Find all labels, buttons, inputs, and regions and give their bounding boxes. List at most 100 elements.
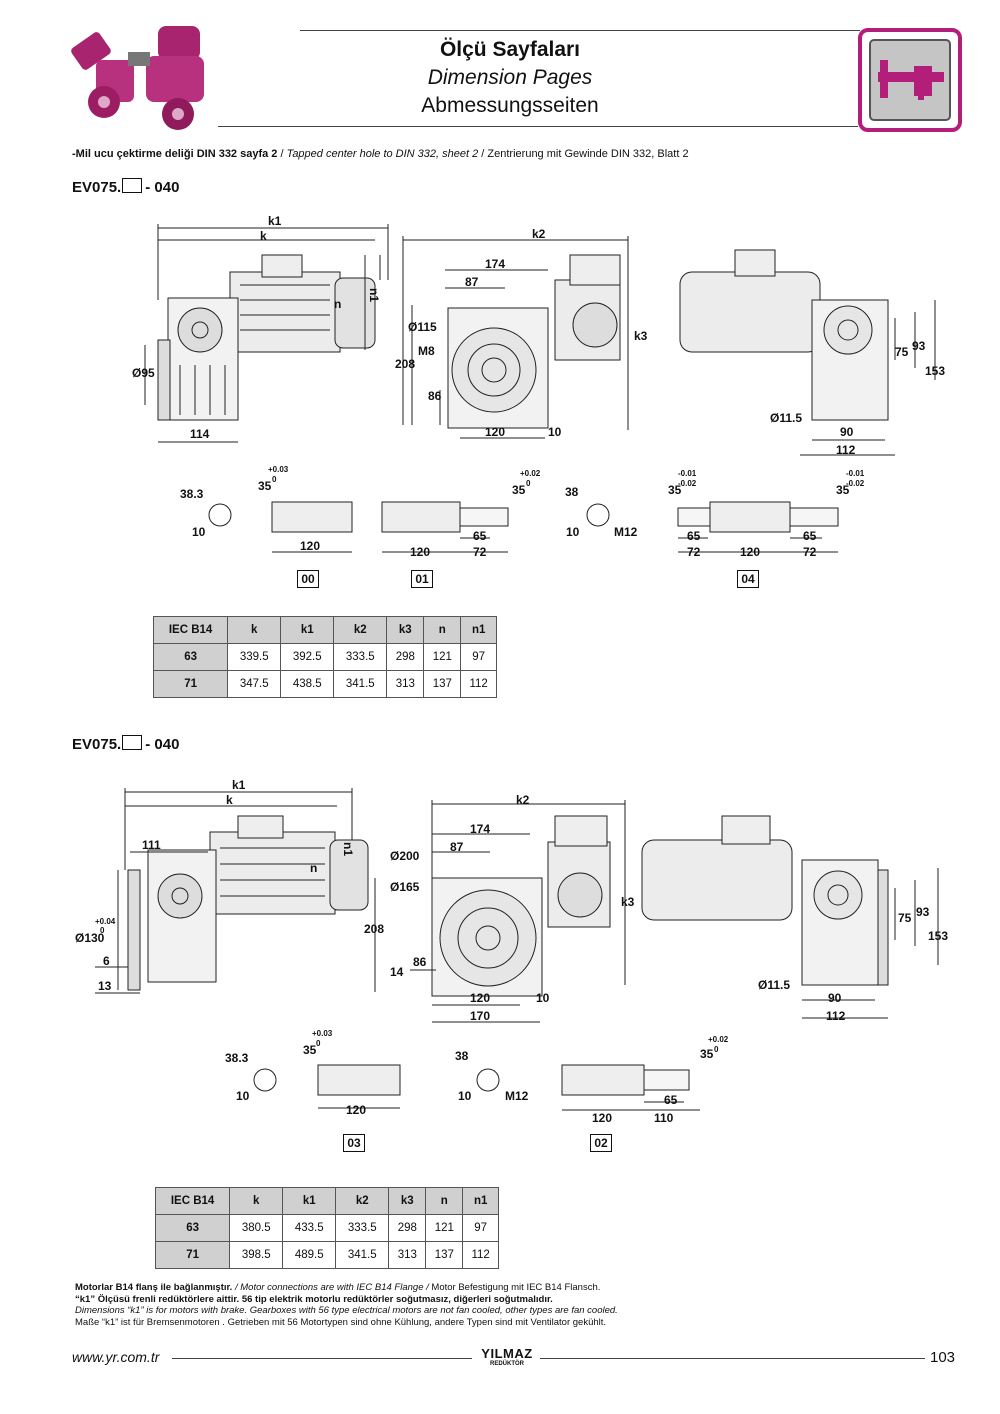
dim-10: 10 [536, 991, 550, 1005]
dim-120: 120 [410, 545, 430, 559]
dim-170: 170 [470, 1009, 490, 1023]
shaft-code-04: 04 [737, 570, 759, 588]
model-prefix: EV075. [72, 736, 122, 753]
dim-112: 112 [836, 443, 856, 457]
model-code-box [122, 178, 143, 193]
section1-title: EV075. - 040 [72, 178, 179, 196]
dim-d95: Ø95 [132, 366, 155, 380]
tol-up: +0.02 [520, 469, 541, 478]
dim-65: 65 [664, 1093, 678, 1107]
dim-110: 110 [654, 1111, 674, 1125]
col-iec: IEC B14 [154, 1187, 231, 1215]
dim-86: 86 [413, 955, 427, 969]
header-top-rule [300, 30, 860, 31]
dim-65: 65 [473, 529, 487, 543]
table-row: 71 398.5 489.5 341.5 313 137 112 [154, 1241, 499, 1269]
note-text: Motor Befestigung mit IEC B14 Flansch. [428, 1282, 601, 1293]
dim-90: 90 [828, 991, 842, 1005]
section2-drawing: k1 k n1 n 111 Ø130 +0.04 0 6 13 k2 174 8… [75, 778, 948, 1125]
dim-120: 120 [346, 1103, 366, 1117]
caliper-icon [858, 28, 962, 132]
dimension-table-1: IEC B14 k k1 k2 k3 n n1 63 339.5 392.5 3… [152, 616, 497, 698]
cell: 97 [460, 643, 497, 671]
model-prefix: EV075. [72, 179, 122, 196]
col-n: n [423, 616, 462, 644]
tol-dn: 0 [316, 1039, 321, 1048]
cell: 489.5 [282, 1241, 337, 1269]
dim-72: 72 [803, 545, 817, 559]
table-row: 63 380.5 433.5 333.5 298 121 97 [154, 1214, 499, 1242]
dim-k3: k3 [634, 329, 648, 343]
footer-rule-right [540, 1358, 925, 1359]
cell: 137 [423, 670, 462, 698]
page-number: 103 [930, 1349, 956, 1366]
dim-87: 87 [465, 275, 479, 289]
section1-drawing: k1 k n1 n Ø95 114 k2 174 87 Ø115 M8 208 … [132, 214, 945, 559]
dim-174: 174 [470, 822, 490, 836]
dim-111: 111 [142, 838, 161, 852]
product-photo [68, 22, 218, 134]
model-suffix: - 040 [145, 179, 180, 196]
tol-dn: -0.02 [678, 479, 697, 488]
cell: 298 [388, 1214, 427, 1242]
note-line-1: Motorlar B14 flanş ile bağlanmıştır. / M… [75, 1282, 618, 1294]
dim-153: 153 [928, 929, 948, 943]
tol-dn: 0 [714, 1045, 719, 1054]
table-header-row: IEC B14 k k1 k2 k3 n n1 [152, 616, 497, 644]
dim-14: 14 [390, 965, 404, 979]
dim-10: 10 [566, 525, 580, 539]
note-sep: / [280, 148, 284, 160]
dim-d130: Ø130 [75, 931, 105, 945]
brand-logo: YILMAZ REDÜKTÖR [476, 1346, 538, 1367]
dim-10: 10 [548, 425, 562, 439]
dim-120: 120 [300, 539, 320, 553]
cell: 137 [425, 1241, 464, 1269]
website-link[interactable]: www.yr.com.tr [72, 1349, 160, 1365]
tol-dn: 0 [526, 479, 531, 488]
dim-n1: n1 [341, 842, 355, 856]
dim-10: 10 [236, 1089, 250, 1103]
tol-up: +0.03 [312, 1029, 333, 1038]
note-text: / Motor connections are with IEC B14 Fla… [232, 1282, 429, 1293]
dim-90: 90 [840, 425, 854, 439]
footer-notes: Motorlar B14 flanş ile bağlanmıştır. / M… [75, 1282, 618, 1328]
dim-k2: k2 [532, 227, 546, 241]
dim-75: 75 [898, 911, 912, 925]
dim-n1: n1 [367, 288, 381, 302]
model-code-box [122, 735, 143, 750]
cell: 298 [386, 643, 425, 671]
note-de: Zentrierung mit Gewinde DIN 332, Blatt 2 [487, 148, 689, 160]
dim-38: 38 [455, 1049, 469, 1063]
dim-72: 72 [687, 545, 701, 559]
page-title-tr: Ölçü Sayfaları [439, 38, 581, 61]
dim-75: 75 [895, 345, 909, 359]
cell: 121 [425, 1214, 464, 1242]
cell: 112 [460, 670, 497, 698]
dim-153: 153 [925, 364, 945, 378]
cell: 333.5 [335, 1214, 390, 1242]
dim-87: 87 [450, 840, 464, 854]
dim-m12: M12 [505, 1089, 529, 1103]
col-k1: k1 [282, 1187, 337, 1215]
col-k: k [227, 616, 282, 644]
dim-d165: Ø165 [390, 880, 420, 894]
dim-10: 10 [192, 525, 206, 539]
dim-65: 65 [803, 529, 817, 543]
shaft-code-02: 02 [590, 1134, 612, 1152]
cell: 380.5 [229, 1214, 284, 1242]
dim-n: n [334, 297, 341, 311]
note-text: Motorlar B14 flanş ile bağlanmıştır. [75, 1282, 233, 1293]
dim-120: 120 [470, 991, 490, 1005]
table-row: 63 339.5 392.5 333.5 298 121 97 [152, 643, 497, 671]
col-k2: k2 [335, 1187, 390, 1215]
cell: 341.5 [335, 1241, 390, 1269]
cell: 339.5 [227, 643, 282, 671]
shaft-code-03: 03 [343, 1134, 365, 1152]
dim-d200: Ø200 [390, 849, 420, 863]
table-header-row: IEC B14 k k1 k2 k3 n n1 [154, 1187, 499, 1215]
dim-n: n [310, 861, 317, 875]
dim-m8: M8 [418, 344, 435, 358]
model-suffix: - 040 [145, 736, 180, 753]
col-k3: k3 [388, 1187, 427, 1215]
cell: 63 [152, 643, 229, 671]
